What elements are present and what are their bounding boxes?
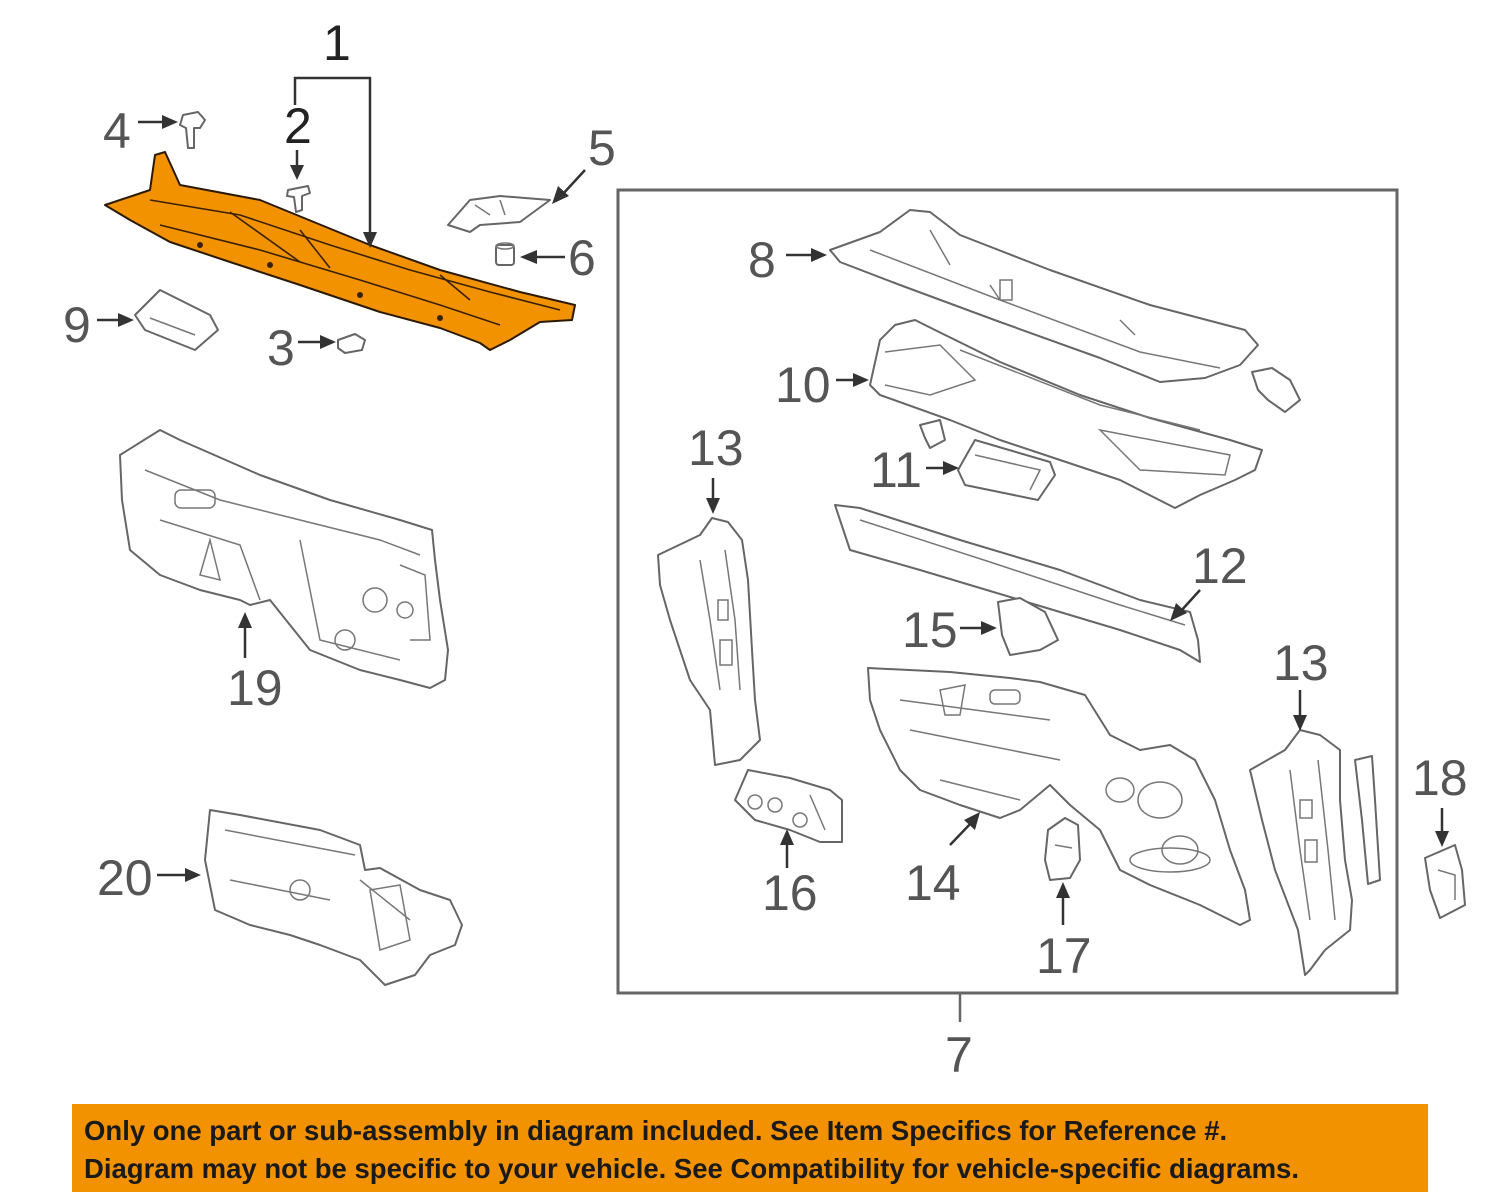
pillar-part-13-right — [1249, 729, 1353, 976]
disclaimer-line-2: Diagram may not be specific to your vehi… — [84, 1153, 1299, 1184]
strip-part-13-right — [1354, 755, 1381, 885]
callout-13-left: 13 — [688, 420, 744, 476]
callout-17: 17 — [1036, 928, 1092, 984]
clip-part-2 — [286, 185, 311, 213]
callout-4: 4 — [103, 103, 131, 159]
callout-9: 9 — [63, 297, 91, 353]
lower-cowl-part-10 — [869, 319, 1263, 509]
plug-part-6 — [495, 242, 515, 266]
callout-12: 12 — [1192, 538, 1248, 594]
small-bracket — [1251, 367, 1301, 413]
callout-20: 20 — [97, 850, 153, 906]
bracket-part-17 — [1044, 817, 1081, 881]
pillar-part-13-left — [657, 517, 761, 766]
dash-panel-part-19 — [119, 429, 449, 689]
small-clip-part-11 — [919, 419, 946, 449]
callout-10: 10 — [775, 357, 831, 413]
box-part-11 — [957, 439, 1056, 501]
callout-1: 1 — [323, 15, 351, 71]
bar-part-12 — [834, 504, 1201, 663]
disclaimer-line-1: Only one part or sub-assembly in diagram… — [84, 1115, 1228, 1146]
callout-lines — [97, 76, 1449, 1022]
callout-5: 5 — [588, 120, 616, 176]
callout-15: 15 — [902, 602, 958, 658]
bracket-part-18 — [1424, 844, 1466, 919]
callout-11: 11 — [870, 442, 922, 498]
bracket-part-16 — [734, 769, 843, 843]
callout-6: 6 — [568, 230, 596, 286]
callout-8: 8 — [748, 232, 776, 288]
bracket-part-5 — [447, 195, 551, 233]
insulator-part-20 — [204, 809, 463, 986]
bracket-part-9 — [134, 289, 219, 351]
callout-13-right: 13 — [1273, 635, 1329, 691]
callout-14: 14 — [905, 855, 961, 911]
cowl-panel-highlighted — [104, 151, 576, 351]
push-pin-part-4 — [179, 111, 206, 149]
pad-part-3 — [337, 333, 366, 354]
callout-19: 19 — [227, 660, 283, 716]
callout-2: 2 — [284, 98, 312, 154]
parts-diagram: 1 2 4 5 6 9 3 19 20 8 10 11 12 13 15 16 … — [63, 15, 1468, 1083]
disclaimer-banner: Only one part or sub-assembly in diagram… — [72, 1104, 1428, 1192]
callout-3: 3 — [267, 320, 295, 376]
group-box-part-7 — [616, 188, 1399, 995]
upper-cowl-part-8 — [829, 209, 1259, 383]
callout-numbers: 1 2 4 5 6 9 3 19 20 8 10 11 12 13 15 16 … — [63, 15, 1468, 1083]
callout-7: 7 — [945, 1027, 973, 1083]
callout-18: 18 — [1412, 750, 1468, 806]
bracket-part-15 — [997, 597, 1059, 656]
callout-16: 16 — [762, 865, 818, 921]
dash-panel-part-14 — [867, 667, 1251, 926]
